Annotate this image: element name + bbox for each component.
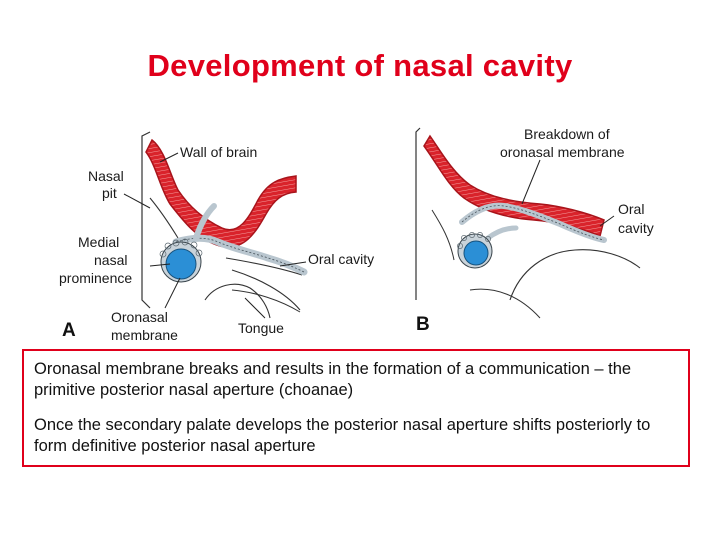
explanation-box: Oronasal membrane breaks and results in …: [22, 349, 690, 467]
mesenchyme-line-a2: [225, 257, 303, 276]
panel-a-left-contour: [141, 131, 151, 309]
label-tongue: Tongue: [238, 320, 284, 336]
nasal-pit-a: [165, 248, 197, 280]
page-title: Development of nasal cavity: [147, 48, 573, 83]
label-oronasal-line1: Oronasal: [111, 309, 168, 325]
explanation-paragraph-2: Once the secondary palate develops the p…: [34, 416, 651, 455]
label-oral-cavity-b-line1: Oral: [618, 201, 644, 217]
brain-wall-a: [145, 138, 297, 248]
mesenchyme-line-a3: [231, 269, 301, 311]
mesenchyme-line-a1: [149, 197, 179, 239]
tongue-b: [509, 249, 641, 301]
nasal-pit-b: [463, 240, 489, 266]
oral-floor-a: [231, 289, 301, 313]
tissue-cord-b2: [485, 225, 519, 241]
mesenchyme-line-b1: [431, 209, 455, 261]
label-nasal-pit-line1: Nasal: [88, 168, 124, 184]
panel-b: Breakdown of oronasal membrane Oral cavi…: [415, 126, 654, 335]
leader-lines-a: [123, 152, 307, 319]
label-medial-nasal-line2: nasal: [94, 252, 127, 268]
label-oral-cavity-b-line2: cavity: [618, 220, 654, 236]
panel-b-left-contour: [415, 127, 421, 300]
tissue-cord-b-outline: [461, 205, 605, 241]
label-oronasal-line2: membrane: [111, 327, 178, 343]
label-breakdown-line2: oronasal membrane: [500, 144, 625, 160]
label-wall-of-brain: Wall of brain: [180, 144, 257, 160]
label-breakdown-line1: Breakdown of: [524, 126, 610, 142]
explanation-paragraph-1: Oronasal membrane breaks and results in …: [34, 360, 632, 399]
panel-a: Wall of brain Nasal pit Medial nasal pro…: [59, 131, 374, 343]
leader-lines-b: [521, 159, 615, 227]
label-nasal-pit-line2: pit: [102, 185, 117, 201]
nasal-pit-cells-a: [159, 238, 203, 258]
panel-letter-b: B: [416, 314, 430, 335]
panel-letter-a: A: [62, 320, 76, 341]
tongue-a: [204, 283, 271, 319]
oral-floor-b: [469, 288, 541, 319]
label-medial-nasal-line3: prominence: [59, 270, 132, 286]
nasal-pit-cells-b: [457, 232, 491, 249]
label-oral-cavity-a: Oral cavity: [308, 251, 374, 267]
tissue-cord-a2: [193, 203, 217, 241]
label-medial-nasal-line1: Medial: [78, 234, 119, 250]
